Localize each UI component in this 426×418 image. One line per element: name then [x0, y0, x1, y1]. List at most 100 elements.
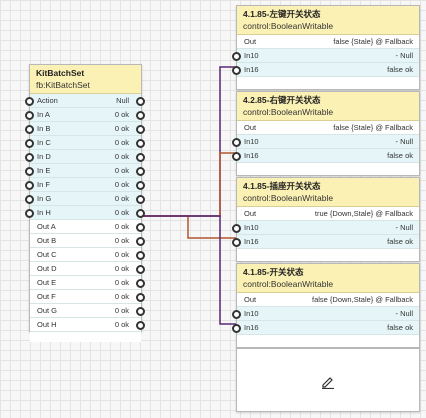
slot-label: In A — [37, 110, 50, 119]
output-pin[interactable] — [136, 153, 145, 162]
writable-out-row[interactable]: Out false {Stale} @ Fallback — [237, 121, 419, 135]
slot-value: 0 ok — [114, 292, 129, 301]
slot-label: Out — [244, 123, 257, 132]
kit-input-in-c[interactable]: In C 0 ok — [25, 136, 145, 150]
writable-in10-row[interactable]: In10 - Null — [232, 307, 419, 321]
slot-value: 0 ok — [114, 320, 129, 329]
input-pin[interactable] — [232, 224, 241, 233]
input-pin[interactable] — [25, 153, 34, 162]
kit-header[interactable]: KitBatchSet fb:KitBatchSet — [30, 65, 141, 94]
kit-input-in-f[interactable]: In F 0 ok — [25, 178, 145, 192]
input-pin[interactable] — [232, 152, 241, 161]
output-pin[interactable] — [136, 223, 145, 232]
input-pin[interactable] — [25, 209, 34, 218]
input-pin[interactable] — [25, 111, 34, 120]
input-pin[interactable] — [25, 195, 34, 204]
input-pin[interactable] — [232, 66, 241, 75]
output-pin[interactable] — [136, 97, 145, 106]
empty-edit-block[interactable] — [236, 348, 420, 412]
slot-label: In B — [37, 124, 51, 133]
writable-block-1[interactable]: 4.1.85-左键开关状态 control:BooleanWritable Ou… — [232, 5, 420, 90]
writable-in16-row[interactable]: In16 false ok — [232, 149, 419, 163]
writable-header[interactable]: 4.2.85-右键开关状态 control:BooleanWritable — [237, 92, 419, 121]
output-pin[interactable] — [136, 195, 145, 204]
slot-label: Out F — [37, 292, 56, 301]
kit-input-in-d[interactable]: In D 0 ok — [25, 150, 145, 164]
writable-in10-row[interactable]: In10 - Null — [232, 49, 419, 63]
slot-value: false ok — [387, 323, 413, 332]
kit-output-out-c[interactable]: Out C 0 ok — [30, 248, 145, 262]
wire-outa-to-w1-in16 — [140, 66, 236, 217]
input-pin[interactable] — [25, 97, 34, 106]
slot-value: - Null — [395, 137, 413, 146]
slot-label: In F — [37, 180, 50, 189]
writable-header[interactable]: 4.1.85-左键开关状态 control:BooleanWritable — [237, 6, 419, 35]
input-pin[interactable] — [232, 52, 241, 61]
slot-value: false ok — [387, 65, 413, 74]
writable-in10-row[interactable]: In10 - Null — [232, 221, 419, 235]
writable-block-4[interactable]: 4.1.85-开关状态 control:BooleanWritable Out … — [232, 263, 420, 348]
slot-value: 0 ok — [114, 208, 129, 217]
output-pin[interactable] — [136, 307, 145, 316]
kit-output-out-h[interactable]: Out H 0 ok — [30, 318, 145, 332]
kit-input-in-e[interactable]: In E 0 ok — [25, 164, 145, 178]
slot-label: Out E — [37, 278, 57, 287]
kit-output-out-f[interactable]: Out F 0 ok — [30, 290, 145, 304]
writable-block-3[interactable]: 4.1.85-插座开关状态 control:BooleanWritable Ou… — [232, 177, 420, 262]
kit-input-in-a[interactable]: In A 0 ok — [25, 108, 145, 122]
pencil-icon[interactable] — [321, 375, 335, 392]
kit-title: KitBatchSet — [36, 68, 85, 78]
writable-out-row[interactable]: Out true {Down,Stale} @ Fallback — [237, 207, 419, 221]
output-pin[interactable] — [136, 321, 145, 330]
writable-out-row[interactable]: Out false {Down,Stale} @ Fallback — [237, 293, 419, 307]
output-pin[interactable] — [136, 237, 145, 246]
input-pin[interactable] — [232, 138, 241, 147]
writable-in16-row[interactable]: In16 false ok — [232, 321, 419, 335]
input-pin[interactable] — [232, 324, 241, 333]
output-pin[interactable] — [136, 209, 145, 218]
writable-header[interactable]: 4.1.85-插座开关状态 control:BooleanWritable — [237, 178, 419, 207]
writable-out-row[interactable]: Out false {Stale} @ Fallback — [237, 35, 419, 49]
output-pin[interactable] — [136, 279, 145, 288]
input-pin[interactable] — [25, 139, 34, 148]
input-pin[interactable] — [25, 167, 34, 176]
kit-output-out-d[interactable]: Out D 0 ok — [30, 262, 145, 276]
kit-output-out-e[interactable]: Out E 0 ok — [30, 276, 145, 290]
output-pin[interactable] — [136, 111, 145, 120]
input-pin[interactable] — [25, 125, 34, 134]
slot-label: In D — [37, 152, 51, 161]
writable-block-2[interactable]: 4.2.85-右键开关状态 control:BooleanWritable Ou… — [232, 91, 420, 176]
kit-input-in-h[interactable]: In H 0 ok — [25, 206, 145, 220]
output-pin[interactable] — [136, 139, 145, 148]
input-pin[interactable] — [25, 181, 34, 190]
writable-in16-row[interactable]: In16 false ok — [232, 235, 419, 249]
output-pin[interactable] — [136, 265, 145, 274]
writable-in10-row[interactable]: In10 - Null — [232, 135, 419, 149]
slot-value: 0 ok — [114, 110, 129, 119]
slot-label: In10 — [244, 137, 259, 146]
output-pin[interactable] — [136, 125, 145, 134]
writable-in16-row[interactable]: In16 false ok — [232, 63, 419, 77]
kit-type: fb:KitBatchSet — [36, 80, 90, 90]
kit-output-out-b[interactable]: Out B 0 ok — [30, 234, 145, 248]
slot-value: 0 ok — [114, 236, 129, 245]
input-pin[interactable] — [232, 238, 241, 247]
input-pin[interactable] — [232, 310, 241, 319]
output-pin[interactable] — [136, 251, 145, 260]
kit-input-in-g[interactable]: In G 0 ok — [25, 192, 145, 206]
slot-label: Out B — [37, 236, 57, 245]
kit-input-action[interactable]: Action Null — [25, 94, 145, 108]
kit-output-out-a[interactable]: Out A 0 ok — [30, 220, 145, 234]
slot-value: 0 ok — [114, 180, 129, 189]
output-pin[interactable] — [136, 167, 145, 176]
kit-batch-set-block[interactable]: KitBatchSet fb:KitBatchSet Action Null I… — [25, 64, 145, 342]
slot-label: Out A — [37, 222, 56, 231]
output-pin[interactable] — [136, 181, 145, 190]
output-pin[interactable] — [136, 293, 145, 302]
slot-value: true {Down,Stale} @ Fallback — [314, 209, 413, 218]
slot-label: Out G — [37, 306, 58, 315]
writable-header[interactable]: 4.1.85-开关状态 control:BooleanWritable — [237, 264, 419, 293]
kit-output-out-g[interactable]: Out G 0 ok — [30, 304, 145, 318]
kit-input-in-b[interactable]: In B 0 ok — [25, 122, 145, 136]
writable-title: 4.1.85-插座开关状态 — [243, 181, 321, 191]
